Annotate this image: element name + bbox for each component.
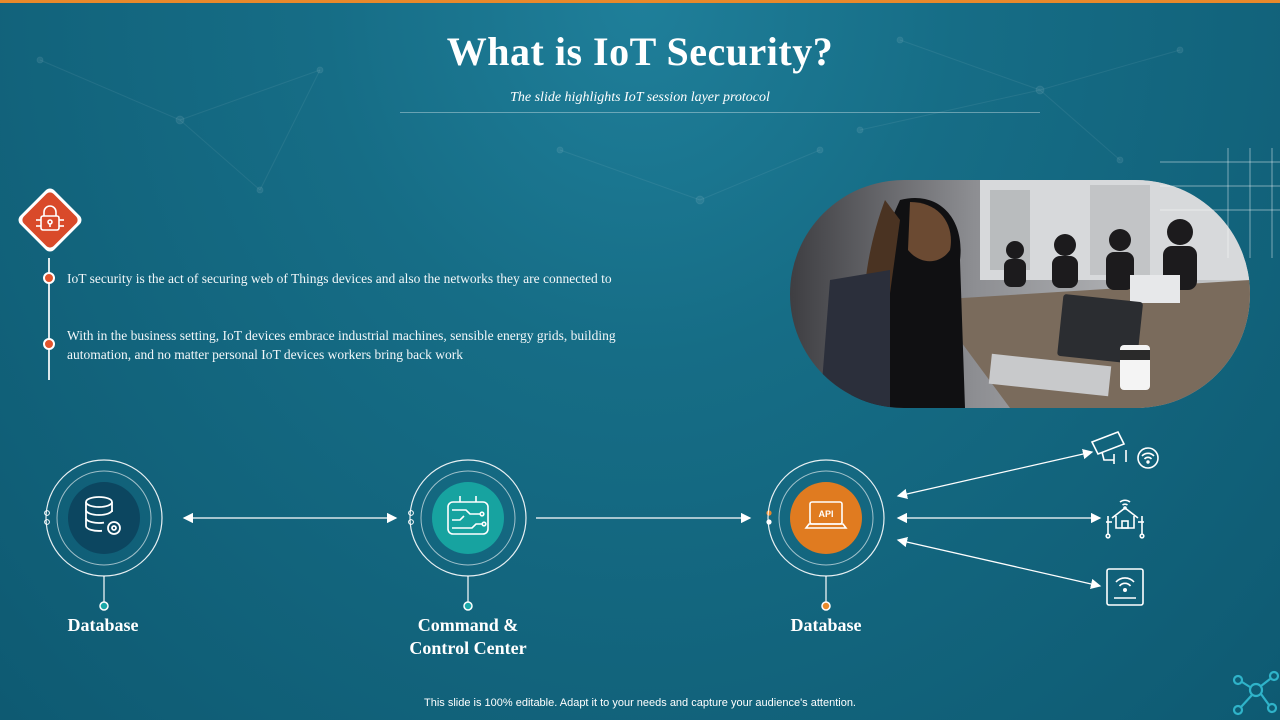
database-gear-icon xyxy=(45,459,163,577)
bullet-text-line: automation, and no matter personal IoT d… xyxy=(67,347,464,362)
security-camera-wifi-icon xyxy=(1090,430,1159,469)
bullet-text: With in the business setting, IoT device… xyxy=(67,326,616,364)
grid-decoration xyxy=(1160,148,1280,258)
top-accent-bar xyxy=(0,0,1280,3)
node-label: Command & Control Center xyxy=(368,614,568,660)
wifi-router-icon xyxy=(1106,568,1144,606)
footer-note: This slide is 100% editable. Adapt it to… xyxy=(424,697,856,709)
circuit-board-icon xyxy=(409,459,527,577)
smart-home-icon xyxy=(1105,499,1145,539)
svg-text:API: API xyxy=(818,509,833,519)
page-title: What is IoT Security? xyxy=(446,29,834,74)
padlock-circuit-icon xyxy=(14,184,86,256)
database-node xyxy=(44,458,164,578)
api-laptop-icon: API xyxy=(767,459,885,577)
bullet-timeline-line xyxy=(48,258,50,380)
meeting-photo xyxy=(790,180,1250,408)
api-database-node: API xyxy=(766,458,886,578)
node-label-line: Control Center xyxy=(409,638,527,658)
bullet-marker xyxy=(43,272,55,284)
node-label: Database xyxy=(67,615,139,635)
bullet-text: IoT security is the act of securing web … xyxy=(67,271,612,286)
node-label-line: Command & xyxy=(417,615,519,635)
bullet-text-line: With in the business setting, IoT device… xyxy=(67,328,616,343)
command-control-node xyxy=(408,458,528,578)
bullet-marker xyxy=(43,338,55,350)
title-divider xyxy=(400,112,1040,113)
molecule-decoration xyxy=(1232,670,1280,716)
node-label: Database xyxy=(790,615,862,635)
page-subtitle: The slide highlights IoT session layer p… xyxy=(510,90,770,105)
